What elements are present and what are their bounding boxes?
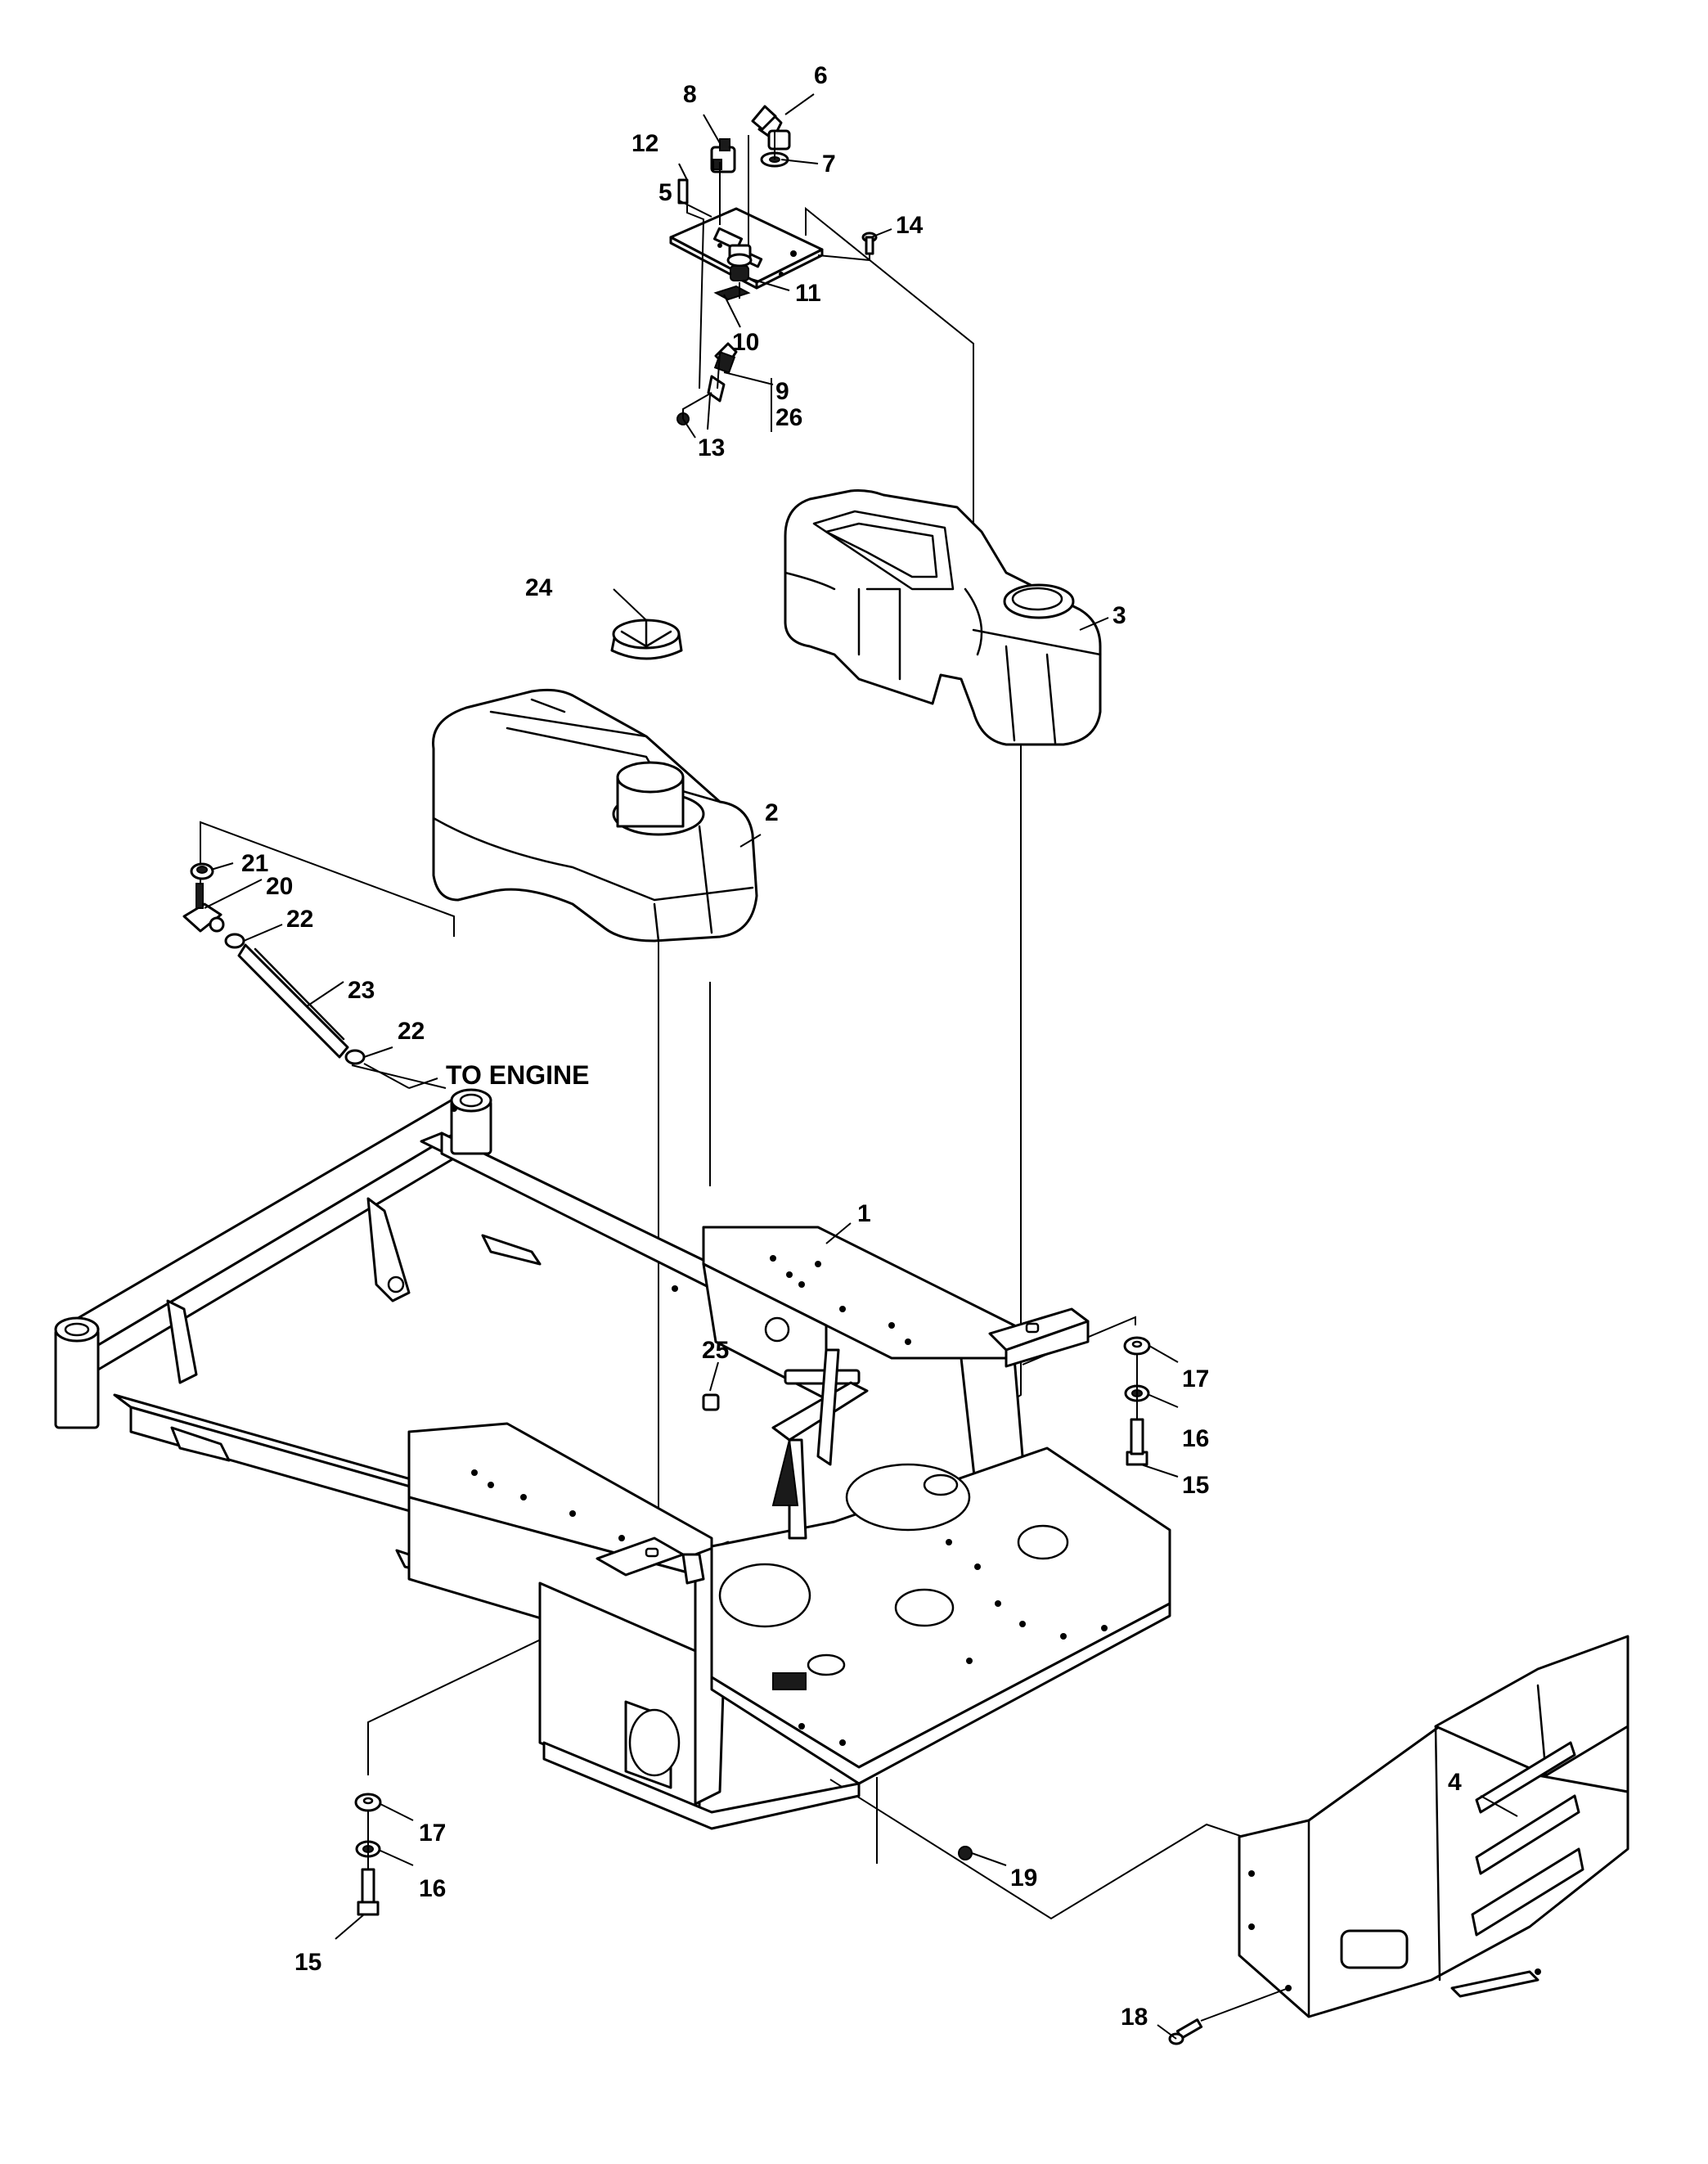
callout-17-left: 17 bbox=[419, 1820, 446, 1847]
callout-labels: 1 2 3 4 5 6 7 8 9 10 11 12 13 14 15 16 1… bbox=[241, 62, 1462, 2031]
switch-8 bbox=[710, 138, 736, 173]
callout-9: 9 bbox=[775, 378, 789, 405]
callout-22-lower: 22 bbox=[398, 1018, 425, 1045]
ignition-switch bbox=[751, 105, 791, 151]
fuel-cap bbox=[610, 619, 683, 660]
right-pivot-tube bbox=[450, 1088, 492, 1155]
to-engine-label: TO ENGINE bbox=[446, 1060, 589, 1090]
decal-10 bbox=[713, 285, 751, 301]
callout-19: 19 bbox=[1010, 1865, 1037, 1892]
callout-22-upper: 22 bbox=[286, 906, 313, 933]
fuel-line-assembly bbox=[182, 862, 366, 1065]
plug-25 bbox=[702, 1393, 720, 1411]
left-pivot-tube bbox=[54, 1316, 100, 1429]
callout-16-right: 16 bbox=[1182, 1425, 1209, 1452]
callout-14: 14 bbox=[896, 212, 924, 239]
callout-21: 21 bbox=[241, 850, 268, 877]
callout-26: 26 bbox=[775, 404, 802, 431]
bolt-18 bbox=[1168, 1987, 1289, 2045]
callout-2: 2 bbox=[765, 799, 779, 826]
callout-18: 18 bbox=[1121, 2004, 1148, 2031]
panel-lines bbox=[682, 131, 870, 419]
callout-leaders bbox=[204, 93, 1518, 2040]
callout-24: 24 bbox=[525, 574, 553, 601]
callout-8: 8 bbox=[683, 81, 697, 108]
callout-20: 20 bbox=[266, 873, 293, 900]
callout-5: 5 bbox=[658, 179, 672, 206]
hardware-right bbox=[1123, 1336, 1151, 1466]
frame-holes bbox=[451, 1105, 1108, 1746]
to-engine-note: TO ENGINE bbox=[363, 1060, 589, 1090]
callout-15-left: 15 bbox=[294, 1949, 321, 1976]
callout-17-right: 17 bbox=[1182, 1365, 1209, 1392]
pin-12 bbox=[677, 178, 689, 205]
callout-1: 1 bbox=[857, 1200, 871, 1227]
switch-body-11 bbox=[726, 244, 753, 281]
ignition-nut bbox=[760, 151, 789, 168]
fuel-tank bbox=[432, 688, 758, 943]
callout-6: 6 bbox=[814, 62, 828, 89]
callout-3: 3 bbox=[1112, 602, 1126, 629]
callout-7: 7 bbox=[822, 151, 836, 178]
nut-19 bbox=[958, 1846, 973, 1860]
callout-12: 12 bbox=[632, 130, 658, 157]
callout-13: 13 bbox=[698, 434, 725, 461]
callout-25: 25 bbox=[702, 1337, 729, 1364]
callout-16-left: 16 bbox=[419, 1875, 446, 1902]
callout-23: 23 bbox=[348, 977, 375, 1004]
hardware-left bbox=[354, 1793, 382, 1916]
callout-10: 10 bbox=[732, 329, 759, 356]
main-frame bbox=[54, 1088, 1171, 1830]
callout-4: 4 bbox=[1448, 1769, 1462, 1796]
callout-11: 11 bbox=[795, 280, 821, 307]
callout-15-right: 15 bbox=[1182, 1472, 1209, 1499]
rear-shield bbox=[1238, 1635, 1629, 2018]
bolt-14 bbox=[861, 232, 878, 255]
throttle-lever bbox=[707, 342, 738, 403]
control-console bbox=[784, 489, 1102, 746]
